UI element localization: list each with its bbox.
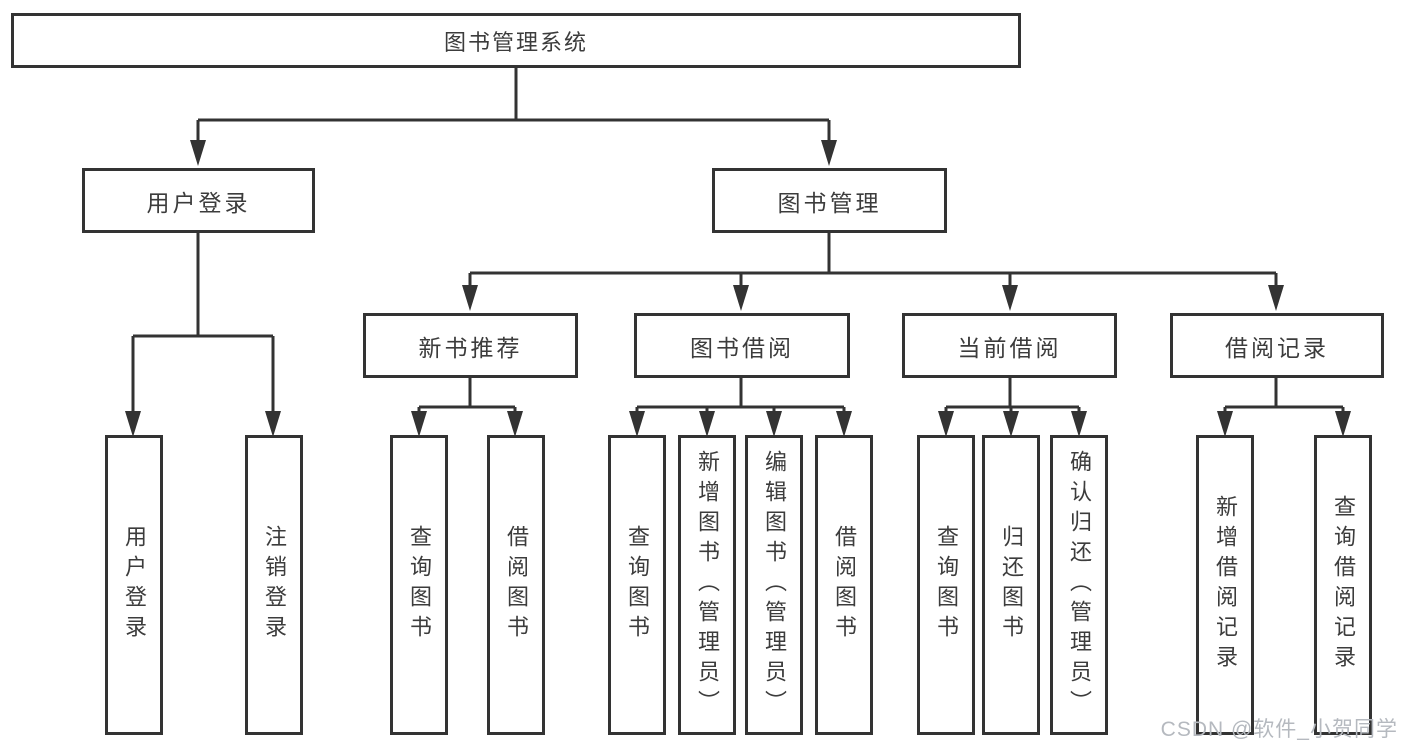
arrow-down-icon bbox=[1071, 411, 1087, 437]
arrow-down-icon bbox=[1335, 411, 1351, 437]
arrow-down-icon bbox=[821, 140, 837, 166]
arrow-down-icon bbox=[699, 411, 715, 437]
connector-user-login-to-leaves bbox=[131, 233, 275, 414]
arrow-down-icon bbox=[766, 411, 782, 437]
connector-book-management-to-level3 bbox=[468, 233, 1278, 288]
leaf-return-books-label: 归还图书 bbox=[999, 525, 1024, 645]
arrow-down-icon bbox=[411, 411, 427, 437]
leaf-add-borrow-record-label: 新增借阅记录 bbox=[1213, 495, 1238, 675]
connector-borrow-records-to-leaves bbox=[1223, 378, 1345, 414]
leaf-borrow-books-recommend: 借阅图书 bbox=[487, 435, 545, 735]
arrow-down-icon bbox=[462, 285, 478, 311]
arrow-down-icon bbox=[836, 411, 852, 437]
leaf-user-login-label: 用户登录 bbox=[122, 525, 147, 645]
arrow-down-icon bbox=[265, 411, 281, 437]
node-library-management-system: 图书管理系统 bbox=[11, 13, 1021, 68]
leaf-query-borrow-record-label: 查询借阅记录 bbox=[1331, 495, 1356, 675]
leaf-edit-book-admin: 编辑图书（管理员） bbox=[745, 435, 803, 735]
connector-root-to-level2 bbox=[196, 67, 831, 143]
leaf-add-book-admin-label: 新增图书（管理员） bbox=[695, 450, 720, 720]
leaf-query-books-borrow-label: 查询图书 bbox=[625, 525, 650, 645]
arrow-down-icon bbox=[190, 140, 206, 166]
leaf-query-books-recommend: 查询图书 bbox=[390, 435, 448, 735]
leaf-confirm-return-admin-label: 确认归还（管理员） bbox=[1067, 450, 1092, 720]
node-current-borrow: 当前借阅 bbox=[902, 313, 1117, 378]
leaf-add-borrow-record: 新增借阅记录 bbox=[1196, 435, 1254, 735]
arrow-down-icon bbox=[1217, 411, 1233, 437]
leaf-add-book-admin: 新增图书（管理员） bbox=[678, 435, 736, 735]
arrow-down-icon bbox=[1003, 411, 1019, 437]
leaf-edit-book-admin-label: 编辑图书（管理员） bbox=[762, 450, 787, 720]
node-new-book-recommend: 新书推荐 bbox=[363, 313, 578, 378]
leaf-borrow-books: 借阅图书 bbox=[815, 435, 873, 735]
leaf-confirm-return-admin: 确认归还（管理员） bbox=[1050, 435, 1108, 735]
node-user-login: 用户登录 bbox=[82, 168, 315, 233]
connector-new-book-recommend-to-leaves bbox=[417, 378, 517, 414]
leaf-query-books-current: 查询图书 bbox=[917, 435, 975, 735]
csdn-watermark: CSDN @软件_小贺同学 bbox=[1160, 718, 1398, 741]
connector-book-borrow-to-leaves bbox=[635, 378, 846, 414]
arrow-down-icon bbox=[1268, 285, 1284, 311]
leaf-query-books-recommend-label: 查询图书 bbox=[407, 525, 432, 645]
leaf-borrow-books-recommend-label: 借阅图书 bbox=[504, 525, 529, 645]
arrow-down-icon bbox=[1002, 285, 1018, 311]
node-borrow-records: 借阅记录 bbox=[1170, 313, 1384, 378]
leaf-return-books: 归还图书 bbox=[982, 435, 1040, 735]
leaf-query-books-current-label: 查询图书 bbox=[934, 525, 959, 645]
arrowheads bbox=[125, 140, 1351, 437]
connector-current-borrow-to-leaves bbox=[944, 378, 1081, 414]
leaf-borrow-books-label: 借阅图书 bbox=[832, 525, 857, 645]
node-book-management: 图书管理 bbox=[712, 168, 947, 233]
arrow-down-icon bbox=[938, 411, 954, 437]
leaf-query-books-borrow: 查询图书 bbox=[608, 435, 666, 735]
arrow-down-icon bbox=[507, 411, 523, 437]
arrow-down-icon bbox=[125, 411, 141, 437]
leaf-logout-label: 注销登录 bbox=[262, 525, 287, 645]
leaf-logout: 注销登录 bbox=[245, 435, 303, 735]
arrow-down-icon bbox=[629, 411, 645, 437]
node-book-borrow: 图书借阅 bbox=[634, 313, 850, 378]
arrow-down-icon bbox=[733, 285, 749, 311]
leaf-user-login: 用户登录 bbox=[105, 435, 163, 735]
leaf-query-borrow-record: 查询借阅记录 bbox=[1314, 435, 1372, 735]
